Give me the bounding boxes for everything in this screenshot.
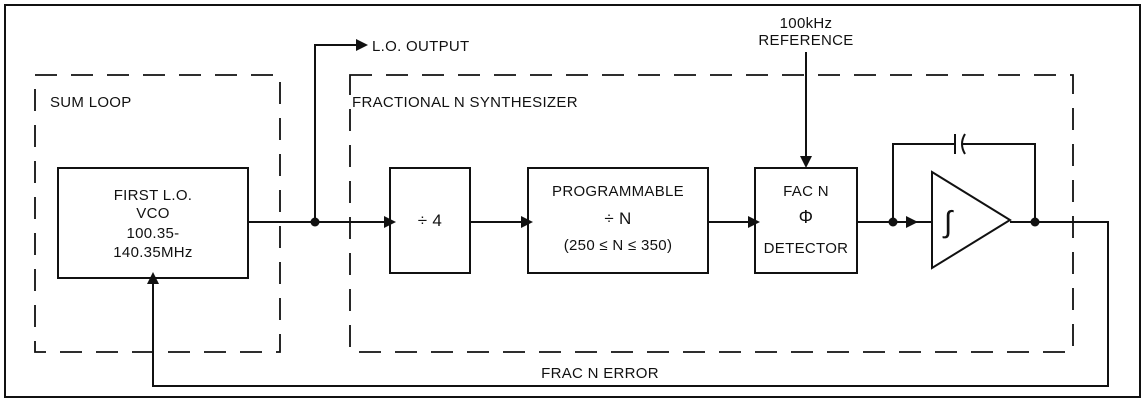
frac-n-error-feedback-line	[152, 221, 1109, 387]
detector-line3: DETECTOR	[764, 240, 849, 257]
arrow-into-integrator	[906, 216, 918, 228]
vco-block	[57, 167, 249, 279]
arrow-into-detector	[748, 216, 760, 228]
vco-line2: VCO	[136, 205, 169, 222]
capacitor-right-wire	[962, 143, 1036, 222]
arrow-into-prog	[521, 216, 533, 228]
integrator-amplifier	[931, 170, 1012, 270]
vco-line4: 140.35MHz	[113, 244, 192, 261]
arrow-into-div4	[384, 216, 396, 228]
frac-n-synthesizer-label: FRACTIONAL N SYNTHESIZER	[352, 94, 578, 111]
sum-loop-region	[34, 74, 281, 353]
detector-line2: Φ	[799, 207, 814, 227]
capacitor-left-wire	[892, 143, 955, 222]
reference-arrow	[800, 156, 812, 168]
divide-by-4-block	[389, 167, 471, 274]
lo-output-arrow	[356, 39, 368, 51]
vco-line3: 100.35-	[127, 225, 180, 242]
programmable-line1: PROGRAMMABLE	[552, 183, 684, 200]
lo-output-line	[314, 44, 360, 222]
frac-n-error-label: FRAC N ERROR	[541, 365, 659, 382]
junction-integrator-input	[888, 217, 898, 227]
frac-n-synthesizer-region	[349, 74, 1074, 353]
arrow-into-vco	[147, 272, 159, 284]
junction-lo-output	[310, 217, 320, 227]
programmable-line3: (250 ≤ N ≤ 350)	[564, 237, 673, 254]
outer-frame	[4, 4, 1141, 398]
reference-line2: REFERENCE	[758, 32, 853, 49]
divide-by-4-label: ÷ 4	[418, 211, 442, 230]
lo-output-label: L.O. OUTPUT	[372, 38, 469, 55]
reference-line1: 100kHz	[780, 15, 833, 32]
phase-detector-block	[754, 167, 858, 274]
programmable-line2: ÷ N	[604, 209, 631, 228]
vco-line1: FIRST L.O.	[114, 187, 193, 204]
integrator-symbol: ∫	[942, 206, 954, 239]
detector-line1: FAC N	[783, 183, 829, 200]
sum-loop-label: SUM LOOP	[50, 94, 132, 111]
junction-integrator-output	[1030, 217, 1040, 227]
